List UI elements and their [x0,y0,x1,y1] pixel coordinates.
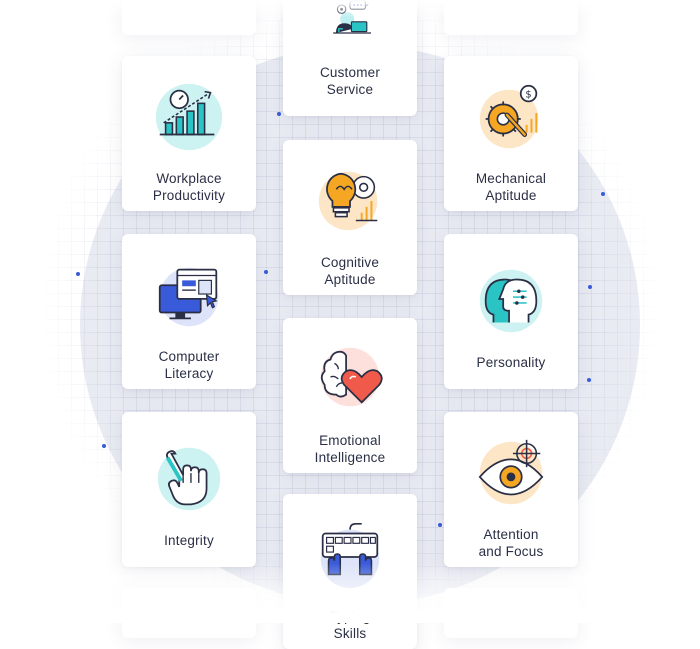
partial-card-bottom-left [122,588,256,638]
card-customer-service[interactable]: Customer Service [283,0,417,116]
two-heads-icon [479,269,543,333]
card-label: Typing Skills [329,609,371,641]
card-label: Cognitive Aptitude [320,255,380,287]
decor-dot [76,272,80,276]
decor-dot [601,192,605,196]
svg-text:$: $ [525,90,531,101]
card-label: Attention and Focus [478,527,544,559]
card-label: Personality [476,355,546,370]
card-label: Computer Literacy [158,349,220,381]
partial-card-top-left [122,0,256,35]
raised-hand-icon [157,447,221,511]
productivity-chart-icon [155,83,223,151]
eye-target-icon [478,439,544,505]
card-computer-literacy[interactable]: Computer Literacy [122,234,256,389]
gear-wrench-icon: $ [479,84,539,149]
card-mechanical-aptitude[interactable]: $ Mechanical Aptitude [444,56,578,211]
card-integrity[interactable]: Integrity [122,412,256,567]
card-workplace-productivity[interactable]: Workplace Productivity [122,56,256,211]
partial-card-top-right [444,0,578,35]
card-label: Customer Service [319,65,381,97]
decor-dot [588,285,592,289]
customer-service-icon [333,0,371,34]
card-attention-and-focus[interactable]: Attention and Focus [444,412,578,567]
card-typing-skills[interactable]: Typing Skills [283,494,417,649]
decor-dot [264,270,268,274]
card-label: Integrity [164,533,214,548]
decor-dot [277,112,281,116]
card-label: Emotional Intelligence [314,433,386,465]
decor-dot [102,444,106,448]
brain-heart-icon [320,347,383,407]
keyboard-hands-icon [320,523,380,589]
partial-card-bottom-right [444,588,578,638]
card-label: Workplace Productivity [152,171,226,203]
card-emotional-intelligence[interactable]: Emotional Intelligence [283,318,417,473]
lightbulb-gear-icon [318,171,378,231]
card-personality[interactable]: Personality [444,234,578,389]
card-cognitive-aptitude[interactable]: Cognitive Aptitude [283,140,417,295]
decor-dot [438,523,442,527]
card-label: Mechanical Aptitude [475,171,547,203]
computer-monitor-icon [158,267,219,327]
decor-dot [587,378,591,382]
